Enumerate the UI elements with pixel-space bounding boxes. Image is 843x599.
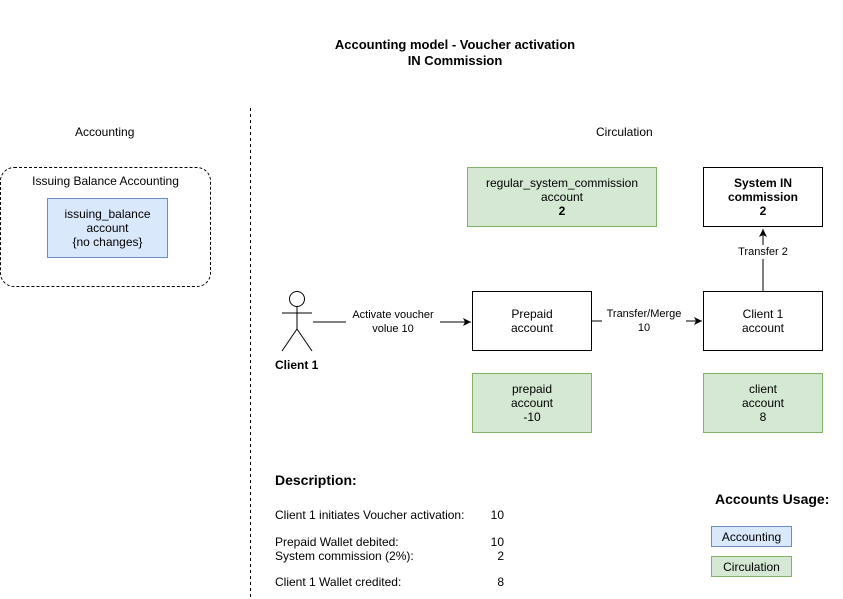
prepaid-line2: account [510, 321, 554, 335]
regular-commission-value: 2 [558, 204, 566, 218]
desc-row-label: Client 1 initiates Voucher activation: [275, 508, 465, 522]
regular-system-commission-box: regular_system_commission account 2 [467, 167, 657, 227]
desc-row-label: Prepaid Wallet debited: [275, 535, 399, 549]
desc-row-label: Client 1 Wallet credited: [275, 575, 402, 589]
actor-label: Client 1 [275, 358, 319, 372]
system-in-line2: commission [727, 190, 799, 204]
prepaid-line1: Prepaid [511, 307, 553, 321]
prepaid-balance-value: -10 [523, 410, 541, 424]
description-heading: Description: [275, 472, 357, 488]
issuing-group-label: Issuing Balance Accounting [32, 174, 179, 188]
prepaid-account-box: Prepaid account [472, 291, 592, 351]
legend-circulation: Circulation [711, 556, 792, 577]
desc-row-value: 8 [497, 575, 504, 589]
system-in-value: 2 [759, 204, 767, 218]
desc-row-value: 10 [490, 508, 504, 522]
edge-activate-label: Activate voucher volue 10 [346, 308, 440, 336]
client1-line1: Client 1 [742, 307, 784, 321]
client1-account-box: Client 1 account [703, 291, 823, 351]
edge-transfer-merge-line2: 10 [637, 322, 651, 334]
client1-line2: account [741, 321, 785, 335]
issuing-balance-group [0, 167, 211, 287]
issuing-box-line3: {no changes} [72, 235, 143, 249]
edge-transfer2-label: Transfer 2 [733, 245, 793, 259]
edge-transfer-merge-label: Transfer/Merge 10 [602, 307, 686, 335]
desc-row-label: System commission (2%): [275, 549, 414, 563]
issuing-box-line1: issuing_balance [64, 207, 151, 221]
client-balance-line1: client [748, 382, 777, 396]
regular-commission-line1: regular_system_commission [485, 176, 639, 190]
client-balance-value: 8 [759, 410, 767, 424]
prepaid-balance-line1: prepaid [511, 382, 553, 396]
title-line1: Accounting model - Voucher activation [334, 37, 576, 52]
diagram-title: Accounting model - Voucher activation IN… [0, 37, 843, 69]
legend-heading: Accounts Usage: [715, 491, 830, 507]
actor-icon [281, 291, 313, 352]
system-in-line1: System IN [733, 176, 793, 190]
system-in-commission-box: System IN commission 2 [703, 167, 823, 227]
desc-row-value: 10 [490, 535, 504, 549]
section-circulation-label: Circulation [596, 125, 653, 139]
prepaid-balance-line2: account [510, 396, 554, 410]
title-line2: IN Commission [407, 53, 503, 68]
prepaid-balance-box: prepaid account -10 [472, 373, 592, 433]
edge-activate-line1: Activate voucher [352, 309, 434, 321]
edge-activate-line2: volue 10 [372, 323, 414, 335]
issuing-box-line2: account [86, 221, 129, 235]
client-balance-line2: account [741, 396, 785, 410]
desc-row-value: 2 [497, 549, 504, 563]
issuing-balance-account-box: issuing_balance account {no changes} [47, 198, 168, 258]
legend-accounting: Accounting [711, 526, 792, 547]
client-balance-box: client account 8 [703, 373, 823, 433]
regular-commission-line2: account [540, 190, 584, 204]
edge-transfer-merge-line1: Transfer/Merge [606, 308, 682, 320]
section-accounting-label: Accounting [75, 125, 135, 139]
